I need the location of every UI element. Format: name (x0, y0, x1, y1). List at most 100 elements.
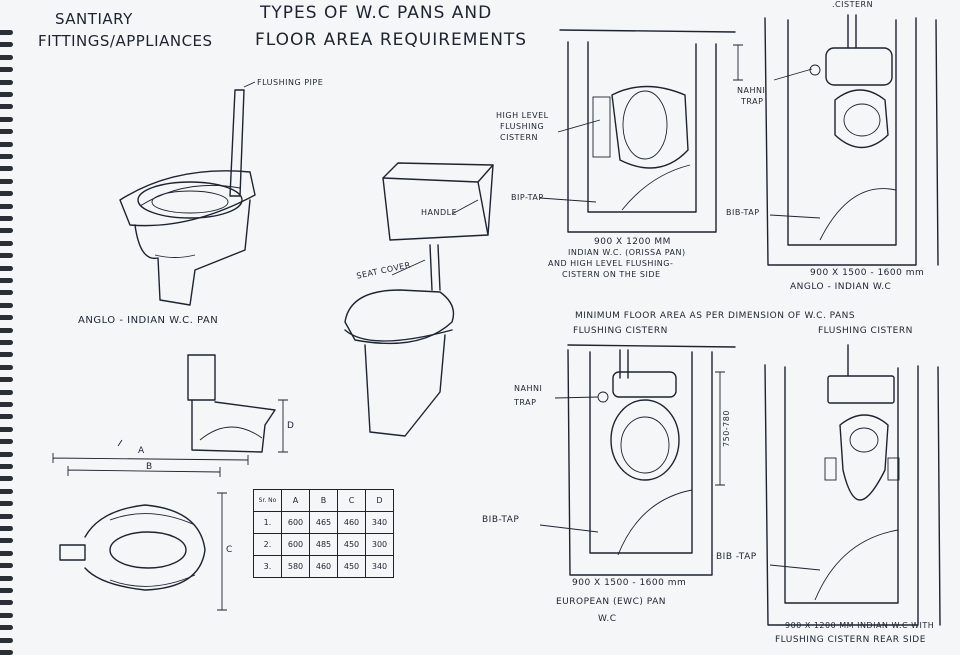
table-cell: 340 (365, 511, 394, 534)
leader-lines (117, 81, 601, 447)
bib-tap-label: BIB -TAP (716, 552, 757, 562)
binding-ring (0, 79, 13, 85)
binding-ring (0, 352, 13, 358)
binding-ring (0, 426, 13, 432)
cistern-label-line2: FLUSHING (500, 122, 545, 131)
nahni-trap-label-line1: NAHNI (737, 86, 766, 95)
anglo-pan-caption: ANGLO - INDIAN W.C. PAN (78, 315, 219, 326)
nahni-trap-label-line2: TRAP (741, 97, 764, 106)
binding-ring (0, 612, 13, 618)
dim-letter-b: B (146, 462, 153, 472)
plan-anglo-indian (764, 14, 939, 266)
binding-ring (0, 637, 13, 643)
binding-ring (0, 575, 13, 581)
table-cell: 450 (337, 533, 366, 556)
binding-ring (0, 340, 13, 345)
binding-ring (0, 315, 13, 321)
plan-tl-caption-3: AND HIGH LEVEL FLUSHING- (548, 259, 674, 268)
table-header-cell: A (281, 489, 310, 512)
plan-tr-caption-1: 900 X 1500 - 1600 mm (810, 268, 925, 278)
plan-bl-caption-2: EUROPEAN (EWC) PAN (556, 597, 666, 607)
binding-ring (0, 166, 13, 172)
pan-plan-view (52, 453, 249, 611)
table-cell: 3. (253, 555, 282, 578)
table-row: 3. 580 460 450 340 (253, 555, 394, 578)
binding-ring (0, 216, 13, 221)
table-header-cell: Sr. No (253, 489, 282, 512)
table-cell: 1. (253, 511, 282, 534)
cistern-label-line3: CISTERN (500, 133, 539, 142)
table-cell: 485 (309, 533, 338, 556)
table-cell: 600 (281, 533, 310, 556)
table-cell: 580 (281, 555, 310, 578)
flushing-pipe-label: FLUSHING PIPE (257, 78, 324, 87)
binding-ring (0, 42, 13, 48)
binding-ring (0, 402, 13, 407)
table-cell: 450 (337, 555, 366, 578)
table-cell: 300 (365, 533, 394, 556)
plan-tl-caption-2: INDIAN W.C. (ORISSA PAN) (568, 248, 686, 257)
plan-br-caption-1: 900 X 1200 MM INDIAN W.C WITH (785, 621, 935, 630)
binding-ring (0, 67, 13, 73)
binding-ring (0, 154, 13, 159)
handle-label: HANDLE (421, 208, 458, 217)
table-row: 1. 600 465 460 340 (253, 511, 394, 534)
page-title-line1: TYPES OF W.C PANS AND (260, 3, 493, 23)
table-cell: 600 (281, 511, 310, 534)
plan-bl-caption-3: W.C (598, 614, 617, 624)
plan-tl-caption-1: 900 X 1200 MM (594, 237, 671, 247)
binding-ring (0, 464, 13, 469)
binding-ring (0, 54, 13, 60)
header-subject-line2: FITTINGS/APPLIANCES (38, 32, 213, 50)
flushing-cistern-label: FLUSHING CISTERN (818, 326, 913, 336)
binding-ring (0, 228, 13, 234)
plan-tr-caption-2: ANGLO - INDIAN W.C (790, 282, 892, 292)
dim-letter-d: D (287, 421, 295, 431)
binding-ring (0, 414, 13, 420)
flushing-cistern-label: FLUSHING CISTERN (573, 326, 668, 336)
binding-ring (0, 563, 13, 569)
binding-ring (0, 240, 13, 246)
plan-european (539, 344, 736, 576)
binding-ring (0, 389, 13, 395)
cistern-label: .CISTERN (832, 0, 874, 9)
binding-ring (0, 178, 13, 184)
nahni-trap-label-line2: TRAP (514, 398, 537, 407)
anglo-indian-pan-sketch (119, 89, 256, 306)
binding-ring (0, 488, 13, 494)
binding-ring (0, 278, 13, 283)
table-header-cell: C (337, 489, 366, 512)
bib-tap-label: BIB-TAP (726, 208, 760, 217)
binding-ring (0, 600, 13, 606)
binding-ring (0, 141, 13, 147)
binding-ring (0, 588, 13, 593)
plan-indian-rear-cistern (764, 344, 941, 626)
dim-letter-c: C (226, 545, 233, 555)
table-header-cell: D (365, 489, 394, 512)
binding-ring (0, 625, 13, 631)
binding-ring (0, 364, 13, 370)
binding-ring (0, 265, 13, 271)
binding-ring (0, 538, 13, 544)
plan-bl-caption-1: 900 X 1500 - 1600 mm (572, 578, 687, 588)
table-cell: 460 (337, 511, 366, 534)
table-header-row: Sr. No A B C D (253, 489, 394, 512)
binding-ring (0, 129, 13, 135)
side-dimension-label: 750-780 (721, 410, 731, 447)
bib-tap-label: BIP-TAP (511, 193, 544, 202)
binding-ring (0, 476, 13, 482)
plan-br-caption-2: FLUSHING CISTERN REAR SIDE (775, 635, 926, 645)
binding-ring (0, 191, 13, 197)
binding-ring (0, 290, 13, 296)
plan-orissa-pan (539, 29, 743, 233)
table-cell: 465 (309, 511, 338, 534)
header-subject-line1: SANTIARY (55, 10, 133, 28)
wc-side-view (187, 354, 288, 453)
nahni-trap-label-line1: NAHNI (514, 384, 543, 393)
binding-ring (0, 327, 13, 333)
table-cell: 2. (253, 533, 282, 556)
spiral-binding (0, 0, 14, 655)
cistern-label-line1: HIGH LEVEL (496, 111, 549, 120)
binding-ring (0, 377, 13, 383)
table-header-cell: B (309, 489, 338, 512)
